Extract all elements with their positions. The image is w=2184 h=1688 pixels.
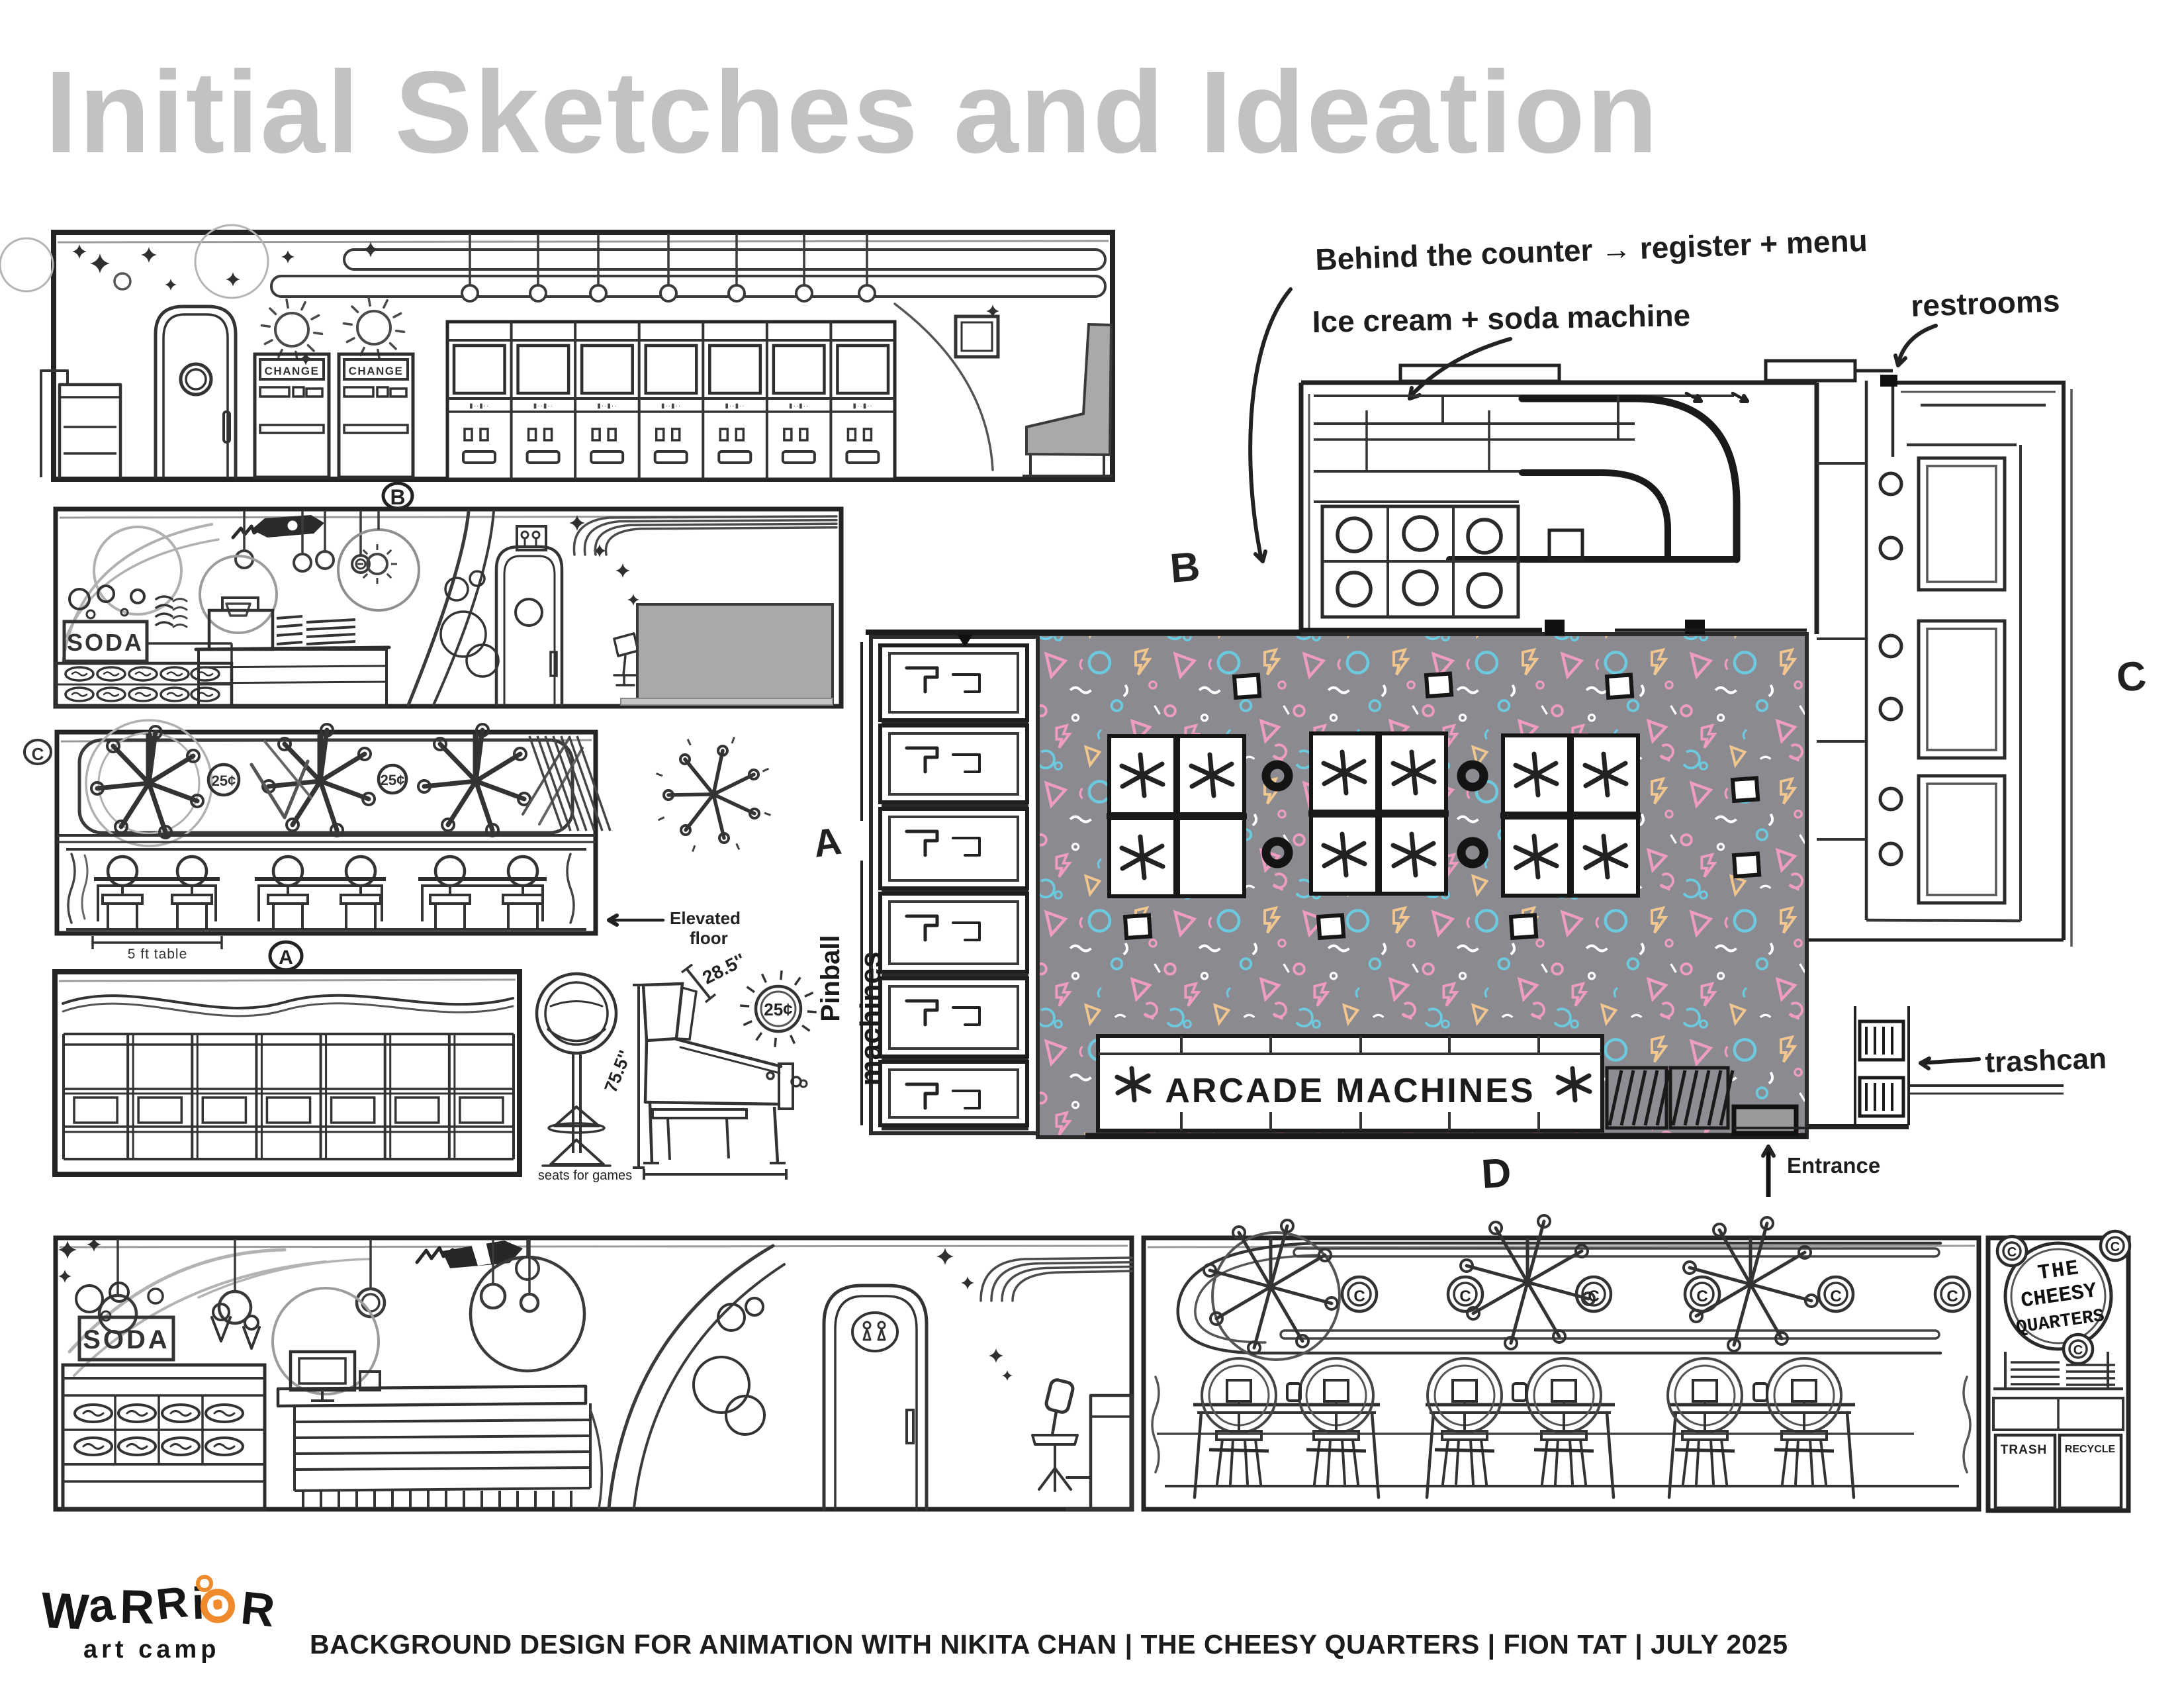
svg-text:C: C — [1696, 1288, 1707, 1305]
svg-text:R: R — [119, 1581, 154, 1634]
svg-text:ARCADE MACHINES: ARCADE MACHINES — [1165, 1072, 1535, 1110]
svg-text:Behind the counter → register: Behind the counter → register + menu — [1315, 223, 1868, 277]
svg-text:D: D — [1480, 1150, 1512, 1197]
svg-text:C: C — [32, 744, 44, 764]
svg-text:CHANGE: CHANGE — [265, 365, 320, 377]
svg-text:B: B — [390, 485, 405, 509]
svg-text:R: R — [154, 1577, 190, 1629]
svg-text:▮··▮··: ▮··▮·· — [789, 402, 809, 410]
svg-text:▮··▮··: ▮··▮·· — [725, 402, 745, 410]
svg-text:THE: THE — [2036, 1256, 2081, 1286]
svg-text:75.5'': 75.5'' — [600, 1048, 635, 1096]
svg-text:floor: floor — [690, 928, 728, 948]
svg-text:A: A — [811, 820, 844, 866]
svg-text:C: C — [1946, 1288, 1958, 1305]
svg-text:A: A — [279, 947, 293, 968]
svg-text:Pinball: Pinball — [816, 935, 845, 1021]
svg-text:▮··▮··: ▮··▮·· — [469, 402, 489, 410]
svg-text:C: C — [1459, 1288, 1471, 1305]
svg-text:▮··▮··: ▮··▮·· — [853, 402, 873, 410]
svg-text:seats for games: seats for games — [538, 1168, 632, 1183]
svg-text:Ice cream + soda machine: Ice cream + soda machine — [1312, 298, 1690, 339]
svg-text:25¢: 25¢ — [764, 1000, 792, 1019]
svg-text:art camp: art camp — [83, 1636, 220, 1664]
svg-text:B: B — [1168, 543, 1202, 592]
svg-text:RECYCLE: RECYCLE — [2065, 1444, 2116, 1455]
svg-text:28.5'': 28.5'' — [699, 949, 748, 988]
svg-text:SODA: SODA — [83, 1325, 170, 1354]
svg-text:5 ft table: 5 ft table — [128, 947, 188, 962]
svg-text:25¢: 25¢ — [381, 772, 405, 788]
svg-text:Entrance: Entrance — [1787, 1153, 1880, 1178]
svg-text:25¢: 25¢ — [212, 773, 236, 789]
svg-text:TRASH: TRASH — [2001, 1443, 2047, 1457]
svg-text:restrooms: restrooms — [1911, 283, 2061, 323]
svg-text:C: C — [1353, 1288, 1365, 1305]
svg-text:C: C — [1588, 1288, 1599, 1305]
svg-text:C: C — [2073, 1343, 2083, 1358]
svg-text:Initial Sketches and Ideation: Initial Sketches and Ideation — [45, 48, 1659, 177]
svg-text:SODA: SODA — [67, 629, 144, 656]
svg-text:R: R — [238, 1581, 277, 1636]
svg-text:Elevated: Elevated — [670, 908, 741, 928]
svg-text:machines: machines — [854, 952, 887, 1086]
svg-text:BACKGROUND DESIGN FOR ANIMATIO: BACKGROUND DESIGN FOR ANIMATION WITH NIK… — [310, 1629, 1788, 1660]
svg-text:CHANGE: CHANGE — [349, 365, 404, 377]
svg-text:W: W — [40, 1582, 90, 1641]
svg-text:C: C — [2007, 1245, 2017, 1260]
svg-text:C: C — [2111, 1240, 2120, 1254]
svg-text:trashcan: trashcan — [1985, 1043, 2107, 1079]
svg-text:a: a — [85, 1577, 118, 1632]
svg-text:▮··▮··: ▮··▮·· — [597, 402, 617, 410]
svg-text:C: C — [1830, 1288, 1841, 1305]
svg-text:C: C — [2115, 653, 2148, 701]
svg-text:▮··▮··: ▮··▮·· — [661, 402, 681, 410]
svg-text:▮··▮··: ▮··▮·· — [533, 402, 553, 410]
